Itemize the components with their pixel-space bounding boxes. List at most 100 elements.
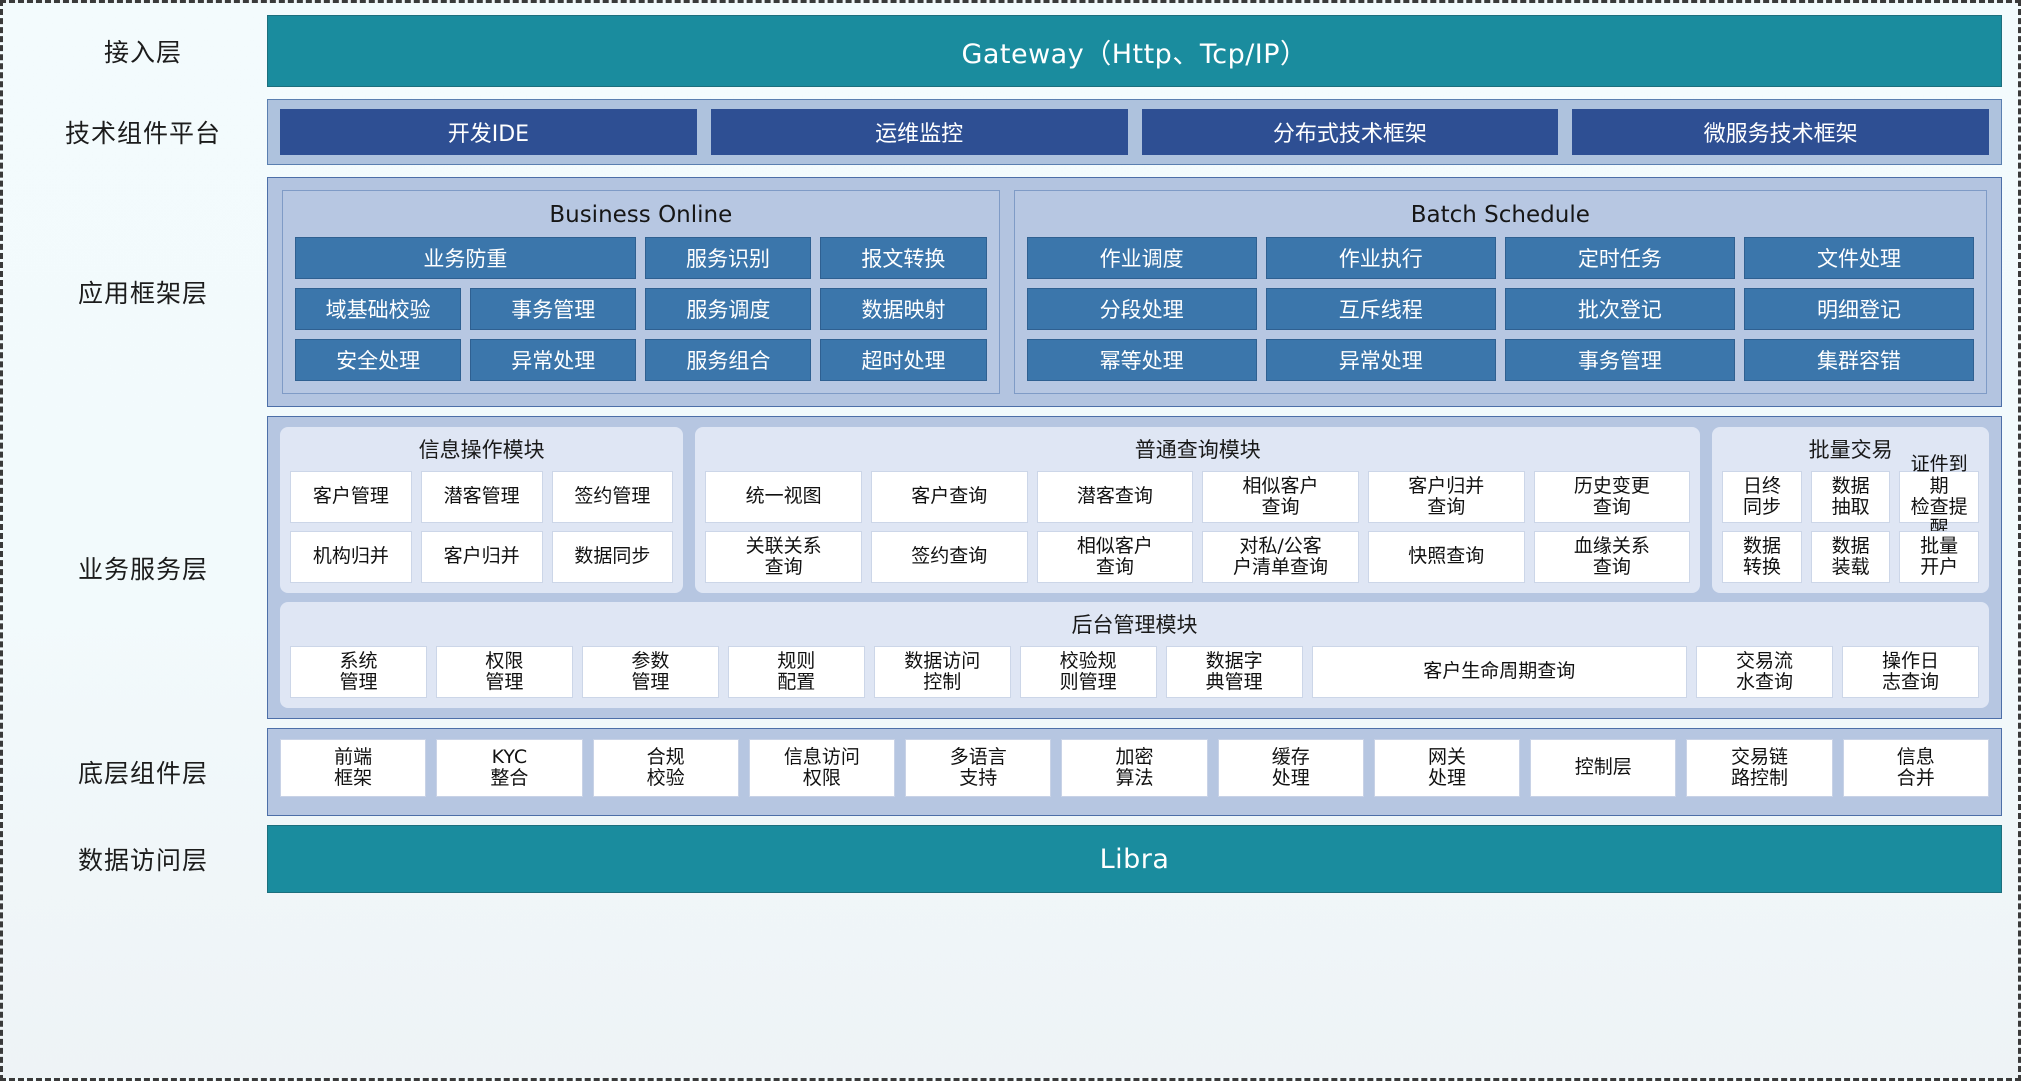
bm-cell-permission-mgmt[interactable]: 权限 管理 (435, 646, 573, 698)
bm-cell-relation-query[interactable]: 关联关系 查询 (705, 531, 862, 583)
bm-cell-similar-customer-query-2[interactable]: 相似客户 查询 (1036, 531, 1194, 583)
component-cell-info-merge[interactable]: 信息 合并 (1842, 739, 1989, 797)
bm-cell-customer-query[interactable]: 客户查询 (870, 471, 1028, 523)
bm-cell-snapshot-query[interactable]: 快照查询 (1367, 531, 1525, 583)
group-batch-schedule: Batch Schedule 作业调度 作业执行 定时任务 文件处理 分段处理 … (1013, 190, 1987, 394)
bm-cell-contract-query[interactable]: 签约查询 (870, 531, 1028, 583)
component-cell-frontend-framework[interactable]: 前端 框架 (280, 739, 427, 797)
fw-cell-segment-processing[interactable]: 分段处理 (1026, 288, 1257, 330)
bm-cell-data-access-control[interactable]: 数据访问 控制 (873, 646, 1011, 698)
fw-cell-detail-registration[interactable]: 明细登记 (1743, 288, 1974, 330)
module-title-info-operations: 信息操作模块 (418, 438, 545, 462)
bm-cell-batch-account-open[interactable]: 批量 开户 (1899, 531, 1979, 583)
module-title-admin-management: 后台管理模块 (1071, 613, 1198, 637)
module-info-operations: 信息操作模块 客户管理 潜客管理 签约管理 机构归并 客户归并 数据同步 (280, 427, 684, 593)
fw-cell-message-transform[interactable]: 报文转换 (820, 237, 987, 279)
module-title-batch-transaction: 批量交易 (1808, 438, 1893, 462)
component-cell-encryption-algorithm[interactable]: 加密 算法 (1061, 739, 1208, 797)
fw-row: 作业调度 作业执行 定时任务 文件处理 (1026, 237, 1974, 279)
bm-cell-customer-mgmt[interactable]: 客户管理 (290, 471, 412, 523)
bm-cell-lineage-query[interactable]: 血缘关系 查询 (1533, 531, 1691, 583)
bm-cell-data-load[interactable]: 数据 装载 (1810, 531, 1891, 583)
bm-cell-contract-mgmt[interactable]: 签约管理 (551, 471, 674, 523)
bm-cell-similar-customer-query[interactable]: 相似客户 查询 (1202, 471, 1359, 523)
fw-cell-transaction-mgmt[interactable]: 事务管理 (470, 288, 637, 330)
bm-cell-data-extract[interactable]: 数据 抽取 (1810, 471, 1891, 523)
bm-row: 统一视图 客户查询 潜客查询 相似客户 查询 客户归并 查询 历史变更 查询 (705, 471, 1691, 523)
bm-cell-system-mgmt[interactable]: 系统 管理 (290, 646, 427, 698)
fw-cell-service-identify[interactable]: 服务识别 (644, 237, 812, 279)
fw-cell-mutex-thread[interactable]: 互斥线程 (1265, 288, 1496, 330)
bm-cell-customer-lifecycle-query[interactable]: 客户生命周期查询 (1311, 646, 1688, 698)
grid-general-query: 统一视图 客户查询 潜客查询 相似客户 查询 客户归并 查询 历史变更 查询 关… (705, 471, 1691, 583)
component-cell-multilanguage-support[interactable]: 多语言 支持 (905, 739, 1052, 797)
layer-label-appframe: 应用框架层 (77, 279, 208, 308)
fw-cell-scheduled-task[interactable]: 定时任务 (1504, 237, 1735, 279)
component-cell-kyc-integration[interactable]: KYC 整合 (436, 739, 583, 797)
bm-cell-eod-sync[interactable]: 日终 同步 (1722, 471, 1802, 523)
grid-admin-management: 系统 管理 权限 管理 参数 管理 规则 配置 数据访问 控制 校验规 则管理 … (290, 646, 1979, 698)
fw-cell-service-scheduling[interactable]: 服务调度 (645, 288, 812, 330)
component-cell-info-access-permission[interactable]: 信息访问 权限 (748, 739, 896, 797)
fw-row: 幂等处理 异常处理 事务管理 集群容错 (1026, 339, 1974, 381)
tech-item-microservice-framework[interactable]: 微服务技术框架 (1572, 109, 1989, 155)
component-cell-control-layer[interactable]: 控制层 (1530, 739, 1677, 797)
fw-row: 分段处理 互斥线程 批次登记 明细登记 (1026, 288, 1974, 330)
fw-cell-batch-registration[interactable]: 批次登记 (1504, 288, 1735, 330)
component-cell-compliance-check[interactable]: 合规 校验 (592, 739, 739, 797)
bm-cell-prospect-mgmt[interactable]: 潜客管理 (420, 471, 543, 523)
bm-cell-prospect-query[interactable]: 潜客查询 (1036, 471, 1194, 523)
fw-cell-timeout-handling[interactable]: 超时处理 (820, 339, 987, 381)
gateway-bar[interactable]: Gateway（Http、Tcp/IP） (267, 15, 2002, 87)
bm-cell-certificate-expiry-reminder[interactable]: 证件到期 检查提醒 (1899, 454, 1979, 539)
fw-cell-job-scheduling[interactable]: 作业调度 (1026, 237, 1257, 279)
fw-cell-exception-handling-batch[interactable]: 异常处理 (1265, 339, 1496, 381)
bm-cell-transaction-flow-query[interactable]: 交易流 水查询 (1696, 646, 1833, 698)
bm-cell-unified-view[interactable]: 统一视图 (705, 471, 862, 523)
bm-cell-retail-corporate-list-query[interactable]: 对私/公客 户清单查询 (1202, 531, 1359, 583)
module-admin-management: 后台管理模块 系统 管理 权限 管理 参数 管理 规则 配置 数据访问 控制 校… (280, 602, 1989, 708)
tech-item-distributed-framework[interactable]: 分布式技术框架 (1141, 109, 1559, 155)
fw-cell-security-handling[interactable]: 安全处理 (295, 339, 462, 381)
bm-cell-validation-rule-mgmt[interactable]: 校验规 则管理 (1019, 646, 1157, 698)
libra-bar[interactable]: Libra (267, 825, 2002, 893)
bm-cell-data-transform[interactable]: 数据 转换 (1722, 531, 1802, 583)
fw-cell-service-composition[interactable]: 服务组合 (645, 339, 812, 381)
fw-cell-transaction-mgmt-batch[interactable]: 事务管理 (1504, 339, 1735, 381)
fw-cell-business-dedup[interactable]: 业务防重 (295, 237, 636, 279)
tech-platform-body: 开发IDE 运维监控 分布式技术框架 微服务技术框架 (267, 99, 2002, 165)
fw-cell-idempotent-handling[interactable]: 幂等处理 (1026, 339, 1257, 381)
business-service-row: 业务服务层 信息操作模块 客户管理 潜客管理 签约管理 (19, 416, 2002, 719)
component-layer-body: 前端 框架 KYC 整合 合规 校验 信息访问 权限 多语言 支持 加密 算法 … (267, 728, 2002, 816)
bm-row: 机构归并 客户归并 数据同步 (290, 531, 674, 583)
component-cell-gateway-handling[interactable]: 网关 处理 (1373, 739, 1521, 797)
fw-cell-cluster-fault-tolerance[interactable]: 集群容错 (1743, 339, 1974, 381)
bm-cell-rule-config[interactable]: 规则 配置 (727, 646, 865, 698)
fw-cell-data-mapping[interactable]: 数据映射 (820, 288, 987, 330)
bm-cell-customer-merge[interactable]: 客户归并 (420, 531, 543, 583)
grid-business-online: 业务防重 服务识别 报文转换 域基础校验 事务管理 服务调度 数据映射 安全处理 (295, 237, 987, 381)
component-cell-cache-handling[interactable]: 缓存 处理 (1217, 739, 1364, 797)
fw-cell-exception-handling-online[interactable]: 异常处理 (470, 339, 637, 381)
fw-row: 域基础校验 事务管理 服务调度 数据映射 (295, 288, 987, 330)
bm-cell-operation-log-query[interactable]: 操作日 志查询 (1842, 646, 1979, 698)
fw-row: 业务防重 服务识别 报文转换 (295, 237, 987, 279)
fw-cell-domain-validation[interactable]: 域基础校验 (295, 288, 462, 330)
bm-cell-history-change-query[interactable]: 历史变更 查询 (1533, 471, 1691, 523)
bm-cell-data-dictionary-mgmt[interactable]: 数据字 典管理 (1165, 646, 1303, 698)
access-layer-body: Gateway（Http、Tcp/IP） (267, 15, 2002, 87)
app-framework-row: 应用框架层 Business Online 业务防重 服务识别 报文转换 域基础… (19, 177, 2002, 407)
fw-cell-job-execution[interactable]: 作业执行 (1265, 237, 1496, 279)
bm-cell-data-sync[interactable]: 数据同步 (551, 531, 674, 583)
tech-item-ops-monitor[interactable]: 运维监控 (710, 109, 1128, 155)
group-title-batch-schedule: Batch Schedule (1410, 202, 1590, 228)
app-framework-panel: Business Online 业务防重 服务识别 报文转换 域基础校验 事务管… (267, 177, 2002, 407)
tech-item-ide[interactable]: 开发IDE (280, 109, 697, 155)
bm-row: 系统 管理 权限 管理 参数 管理 规则 配置 数据访问 控制 校验规 则管理 … (290, 646, 1979, 698)
bm-cell-customer-merge-query[interactable]: 客户归并 查询 (1367, 471, 1525, 523)
grid-info-operations: 客户管理 潜客管理 签约管理 机构归并 客户归并 数据同步 (290, 471, 674, 583)
bm-cell-parameter-mgmt[interactable]: 参数 管理 (581, 646, 719, 698)
fw-cell-file-handling[interactable]: 文件处理 (1743, 237, 1974, 279)
component-cell-transaction-chain-control[interactable]: 交易链 路控制 (1686, 739, 1833, 797)
bm-cell-org-merge[interactable]: 机构归并 (290, 531, 412, 583)
